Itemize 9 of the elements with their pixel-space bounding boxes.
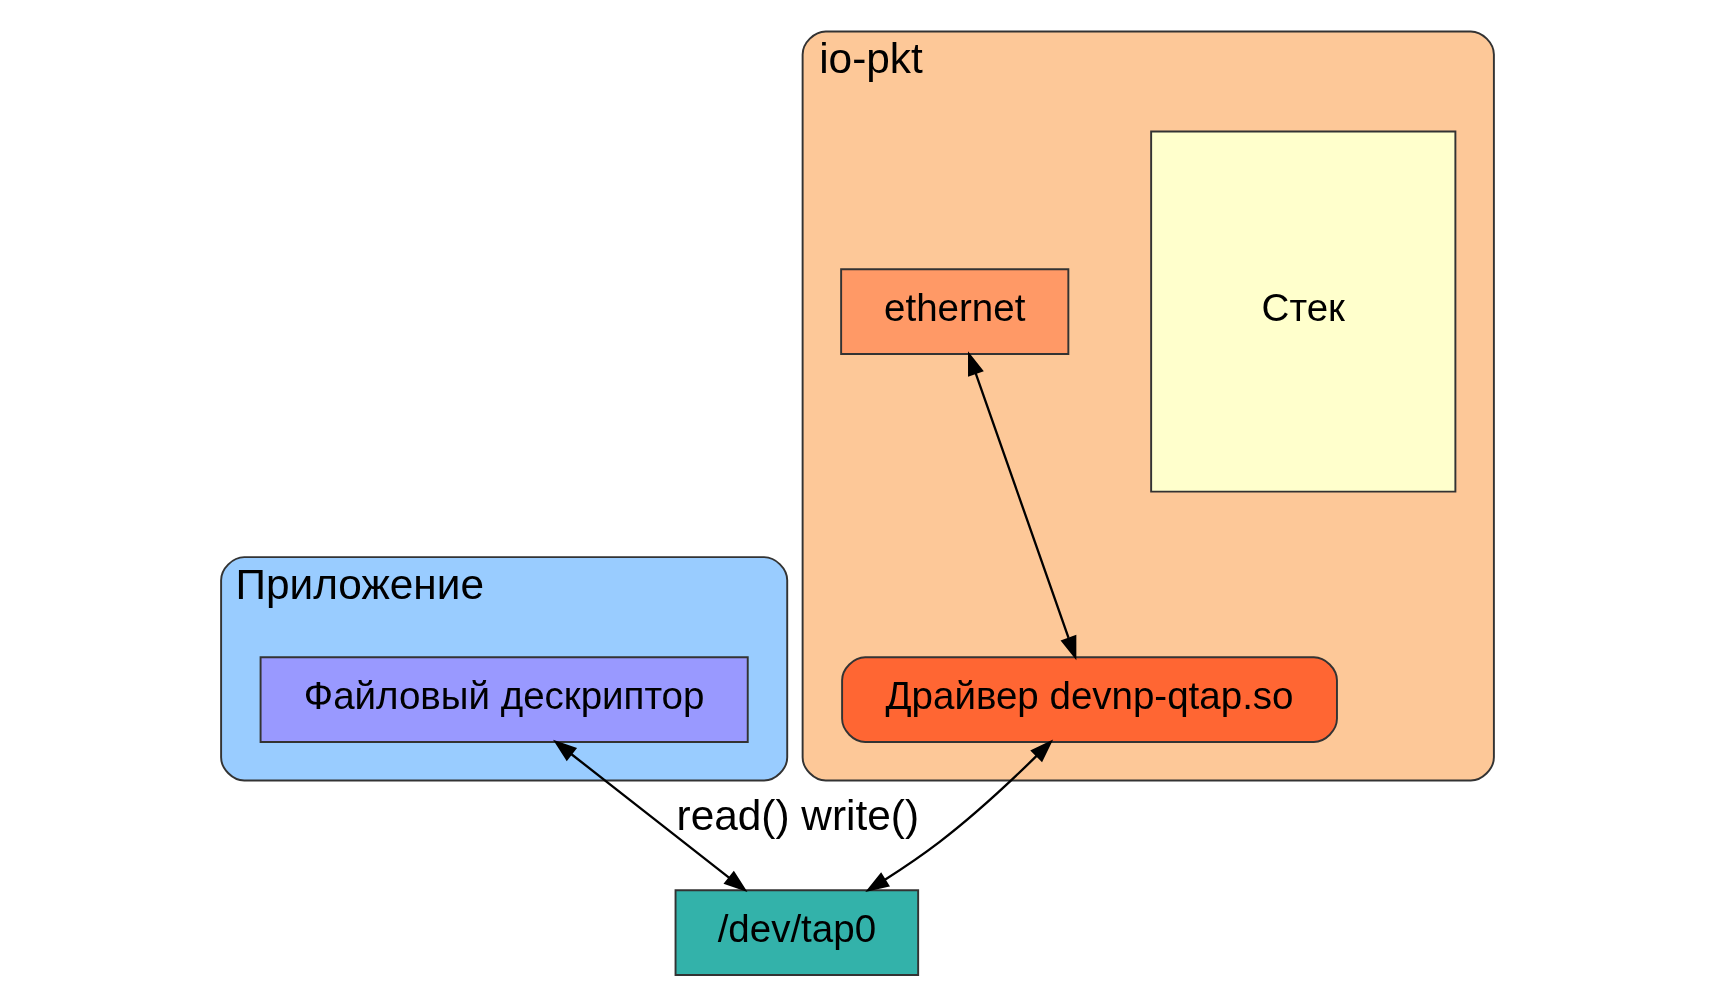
node-box: Драйвер devnp-qtap.so bbox=[840, 656, 1338, 743]
node-box: Файловый дескриптор bbox=[259, 656, 749, 743]
node-box: ethernet bbox=[839, 268, 1069, 355]
arrow bbox=[864, 739, 1053, 892]
arrow bbox=[967, 351, 1076, 661]
node-box: /dev/tap0 bbox=[674, 889, 919, 976]
arrow bbox=[552, 739, 747, 893]
node-box: Стек bbox=[1149, 130, 1456, 493]
edge-label: read() write() bbox=[676, 791, 919, 839]
